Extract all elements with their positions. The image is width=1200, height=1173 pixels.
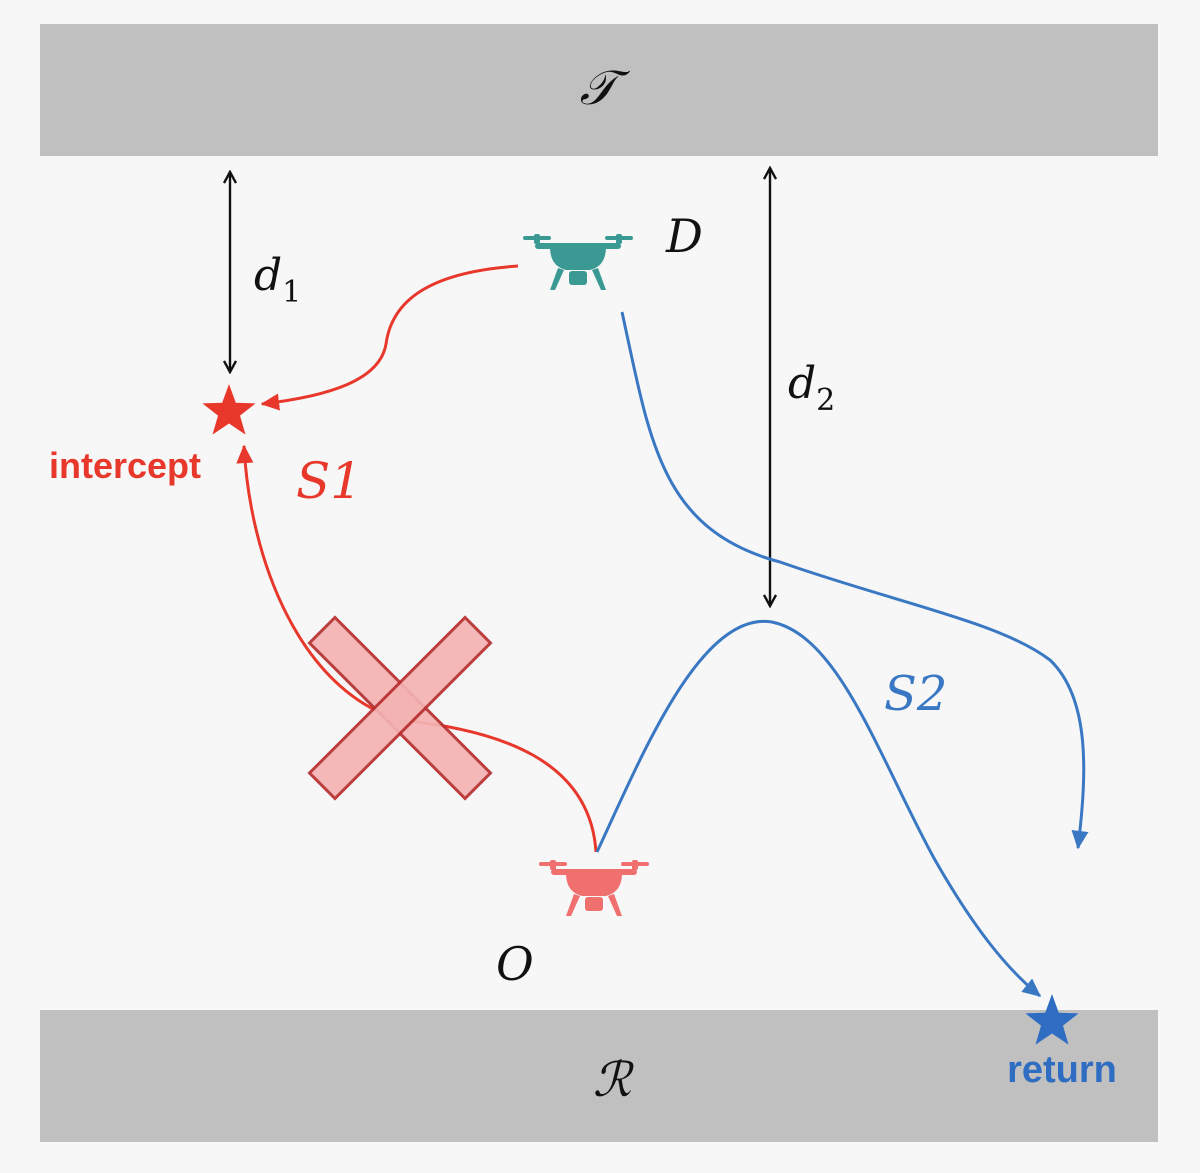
return-region-label: ℛ — [593, 1052, 635, 1108]
intercept-label: intercept — [49, 445, 201, 486]
s1-defender-path — [260, 264, 519, 411]
intercept-star-icon — [202, 384, 256, 435]
d1-label: d1 — [254, 250, 301, 310]
return-region-band — [40, 1010, 1158, 1142]
defender-label: D — [665, 209, 703, 263]
s2-label: S2 — [884, 666, 947, 722]
d2-label: d2 — [788, 358, 835, 418]
s2-opponent-path — [595, 619, 1042, 998]
defender-drone-icon — [523, 234, 633, 290]
opponent-label: O — [496, 937, 534, 991]
cross-icon — [307, 615, 493, 801]
opponent-drone-icon — [539, 860, 649, 916]
s2-defender-path — [620, 311, 1089, 850]
s1-label: S1 — [296, 452, 362, 510]
return-label: return — [1007, 1049, 1117, 1091]
target-region-band — [40, 24, 1158, 156]
return-star-icon — [1025, 994, 1079, 1045]
